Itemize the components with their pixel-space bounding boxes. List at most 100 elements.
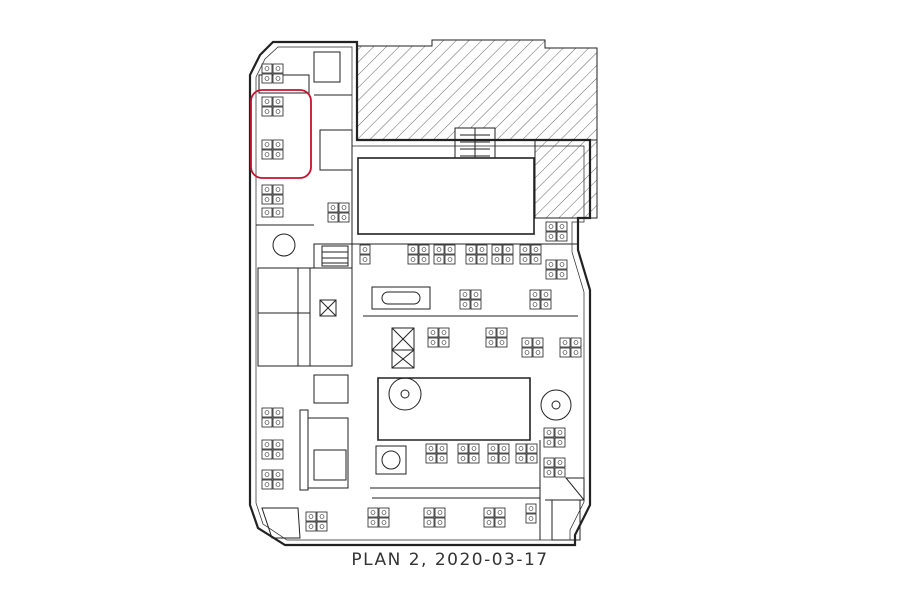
desk (519, 254, 531, 265)
desk (554, 467, 566, 478)
desk-chair (428, 456, 434, 461)
desk-chair (319, 514, 325, 519)
desk (407, 254, 419, 265)
desk-chair (490, 446, 496, 451)
desk-chair (264, 152, 270, 157)
desk-chair (505, 257, 511, 262)
desk-chair (264, 452, 270, 457)
desk (485, 327, 497, 338)
desk-chair (559, 224, 565, 229)
desk-chair (479, 247, 485, 252)
desk-chair (522, 247, 528, 252)
desk (487, 443, 499, 454)
desk (261, 73, 273, 84)
outer-walls (248, 40, 592, 547)
desk-chair (559, 262, 565, 267)
desk (459, 289, 471, 300)
desk-chair (546, 470, 552, 475)
desk (543, 437, 555, 448)
desk (483, 517, 495, 528)
desk-chair (557, 440, 563, 445)
desk (526, 453, 538, 464)
desk-chair (308, 514, 314, 519)
desk-chair (330, 205, 336, 210)
desk-chair (548, 234, 554, 239)
desk-chair (532, 292, 538, 297)
desk (470, 289, 482, 300)
desk (521, 337, 533, 348)
desk-chair (264, 142, 270, 147)
desk (545, 221, 557, 232)
desk-chair (462, 292, 468, 297)
desk (418, 254, 430, 265)
desk-chair (528, 506, 534, 511)
desk (543, 427, 555, 438)
desk (261, 96, 273, 107)
interior-walls (256, 51, 585, 541)
desk (556, 221, 568, 232)
desk (556, 269, 568, 280)
desk-chair (535, 350, 541, 355)
desk (433, 254, 445, 265)
desk (465, 254, 477, 265)
highlighted-area[interactable] (250, 89, 312, 179)
desk (543, 467, 555, 478)
desk-chair (528, 516, 534, 521)
desk (338, 212, 350, 223)
desk-chair (447, 247, 453, 252)
desk-chair (436, 247, 442, 252)
desk-chair (264, 442, 270, 447)
desk (502, 254, 514, 265)
desk (272, 194, 284, 205)
desk-chair (471, 446, 477, 451)
desk (261, 184, 273, 195)
desk-chair (557, 460, 563, 465)
desk-chair (473, 292, 479, 297)
desk (444, 244, 456, 255)
desk (272, 417, 284, 428)
desk-chair (447, 257, 453, 262)
desk-chair (468, 247, 474, 252)
desk-chair (264, 410, 270, 415)
desk (457, 443, 469, 454)
desk (529, 299, 541, 310)
desk-chair (441, 340, 447, 345)
desk-chair (522, 257, 528, 262)
desk-chair (559, 272, 565, 277)
desk-chair (543, 292, 549, 297)
desk (272, 207, 284, 218)
desk (305, 511, 317, 522)
desk-chair (264, 482, 270, 487)
desk (425, 443, 437, 454)
desk (272, 96, 284, 107)
desk (515, 453, 527, 464)
desk (378, 517, 390, 528)
desk (554, 427, 566, 438)
desk-chair (437, 510, 443, 515)
desk-chair (275, 197, 281, 202)
desk (491, 244, 503, 255)
desk (272, 106, 284, 117)
desk (556, 259, 568, 270)
desk-chair (264, 76, 270, 81)
desk (465, 244, 477, 255)
desk (261, 417, 273, 428)
desk (261, 449, 273, 460)
desk-chair (524, 350, 530, 355)
desk (261, 479, 273, 490)
desk (261, 439, 273, 450)
desk (436, 453, 448, 464)
desk-chair (460, 446, 466, 451)
desk-chair (341, 205, 347, 210)
desk (525, 503, 537, 514)
desk-chair (573, 340, 579, 345)
desk (427, 327, 439, 338)
desk-chair (275, 99, 281, 104)
desk-chair (275, 442, 281, 447)
elevator-core (319, 299, 415, 369)
desk-chair (501, 446, 507, 451)
desk-chair (460, 456, 466, 461)
round-table-west (272, 233, 296, 257)
desk-chair (264, 66, 270, 71)
desk (476, 244, 488, 255)
